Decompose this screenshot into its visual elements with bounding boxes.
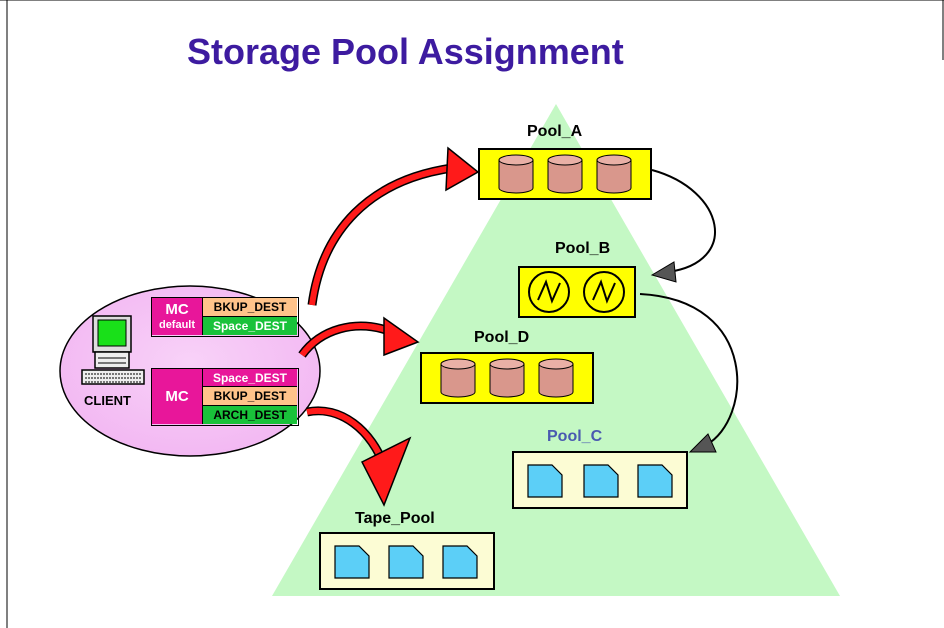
pool-b-reels xyxy=(528,271,625,313)
tape-pool xyxy=(319,532,495,590)
mc-default-tag: default xyxy=(158,319,196,331)
mc-default-box: MC default xyxy=(152,298,202,335)
tape-reel-icon xyxy=(583,271,625,313)
arrow-to-tape-pool-head xyxy=(360,436,412,507)
migration-arrow-b-to-c xyxy=(639,293,739,446)
tape-cartridge-icon xyxy=(442,545,478,579)
migration-arrow-a-to-b xyxy=(651,169,716,273)
disk-icon xyxy=(498,154,534,194)
pool-c-label: Pool_C xyxy=(547,428,603,445)
pool-a xyxy=(478,148,652,200)
tape-cartridge-icon xyxy=(334,545,370,579)
mc-default-label: MC xyxy=(165,301,189,318)
pool-d-disks xyxy=(440,358,574,398)
disk-icon xyxy=(596,154,632,194)
disk-icon xyxy=(538,358,574,398)
mc-default-space-dest: Space_DEST xyxy=(202,317,297,335)
disk-icon xyxy=(440,358,476,398)
pool-a-disks xyxy=(498,154,632,194)
page-title: Storage Pool Assignment xyxy=(187,31,624,72)
tape-cartridge-icon xyxy=(527,464,563,498)
tape-pool-label: Tape_Pool xyxy=(355,510,435,527)
pool-c-cartridges xyxy=(527,464,673,498)
mc-default-group: MC default BKUP_DEST Space_DEST xyxy=(151,297,299,337)
pool-hierarchy-triangle xyxy=(272,104,840,596)
pool-a-label: Pool_A xyxy=(527,123,583,140)
arrow-to-pool-a xyxy=(309,165,453,306)
client-label: CLIENT xyxy=(84,393,131,408)
arrow-to-pool-a-head xyxy=(445,146,480,192)
pool-d xyxy=(420,352,594,404)
tape-cartridge-icon xyxy=(388,545,424,579)
disk-icon xyxy=(547,154,583,194)
tape-reel-icon xyxy=(528,271,570,313)
tape-cartridge-icon xyxy=(637,464,673,498)
mc-second-arch-dest: ARCH_DEST xyxy=(202,406,297,424)
migration-arrow-a-to-b-head xyxy=(650,261,677,283)
pool-b-label: Pool_B xyxy=(555,240,611,257)
migration-arrow-b-to-c-head xyxy=(688,433,717,453)
pool-b xyxy=(518,266,636,318)
mc-second-group: MC Space_DEST BKUP_DEST ARCH_DEST xyxy=(151,368,299,426)
tape-pool-cartridges xyxy=(334,545,478,579)
client-computer-icon xyxy=(81,315,145,385)
disk-icon xyxy=(489,358,525,398)
tape-cartridge-icon xyxy=(583,464,619,498)
mc-default-bkup-dest: BKUP_DEST xyxy=(202,298,297,317)
mc-second-bkup-dest: BKUP_DEST xyxy=(202,387,297,406)
pool-d-label: Pool_D xyxy=(474,329,530,346)
arrow-to-pool-d-head xyxy=(383,316,420,357)
pool-c xyxy=(512,451,688,509)
mc-second-box: MC xyxy=(152,369,202,424)
arrow-to-pool-d xyxy=(299,323,394,357)
mc-second-space-dest: Space_DEST xyxy=(202,369,297,387)
